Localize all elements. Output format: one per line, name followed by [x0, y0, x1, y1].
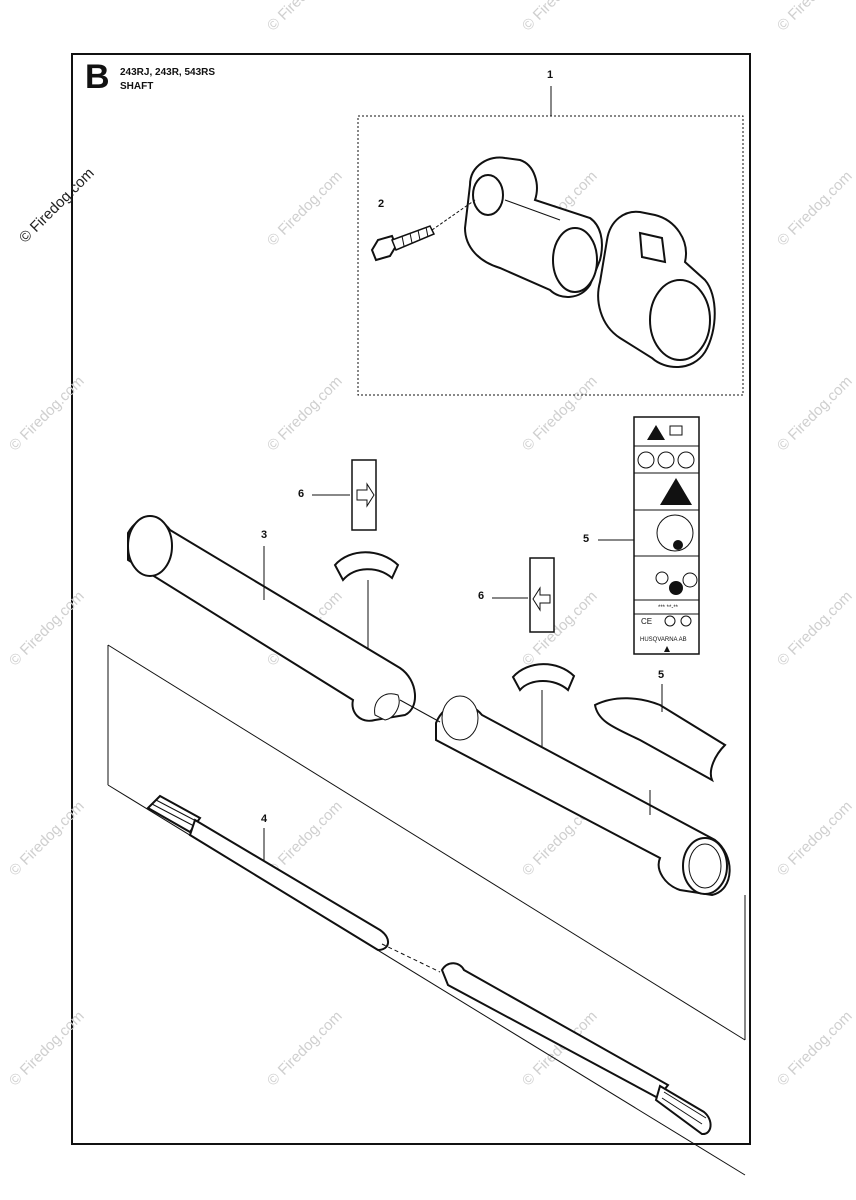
shaft-clamp: [463, 156, 716, 369]
callout-2: 2: [378, 198, 385, 210]
construction-line: [107, 644, 746, 1041]
arrow-decal-mid: [492, 557, 555, 633]
warning-decal: *** **-** CE HUSQVARNA AB: [633, 416, 700, 655]
lower-tube: [435, 695, 731, 897]
callout-5: 5: [583, 533, 590, 545]
construction-line: [399, 699, 441, 723]
svg-text:CE: CE: [641, 617, 652, 626]
screw: [370, 199, 476, 262]
diagram-title: SHAFT: [120, 81, 154, 92]
sleeve-decal: [593, 697, 727, 783]
model-list: 243RJ, 243R, 543RS: [120, 67, 216, 78]
decal-code: *** **-**: [658, 605, 679, 611]
diagram-frame: [71, 53, 751, 1145]
callout-1: 1: [547, 69, 554, 81]
clip-top: [333, 551, 400, 582]
clip-mid: [511, 663, 576, 692]
callout-6: 6: [478, 590, 485, 602]
callout-5: 5: [658, 669, 665, 681]
drive-shaft: [146, 794, 712, 1135]
upper-tube: [127, 515, 417, 722]
decal-company: HUSQVARNA AB: [640, 637, 687, 643]
section-letter: B: [85, 58, 110, 96]
arrow-decal-top: [312, 459, 377, 531]
callout-3: 3: [261, 529, 268, 541]
callout-6: 6: [298, 488, 305, 500]
callout-4: 4: [261, 813, 268, 825]
